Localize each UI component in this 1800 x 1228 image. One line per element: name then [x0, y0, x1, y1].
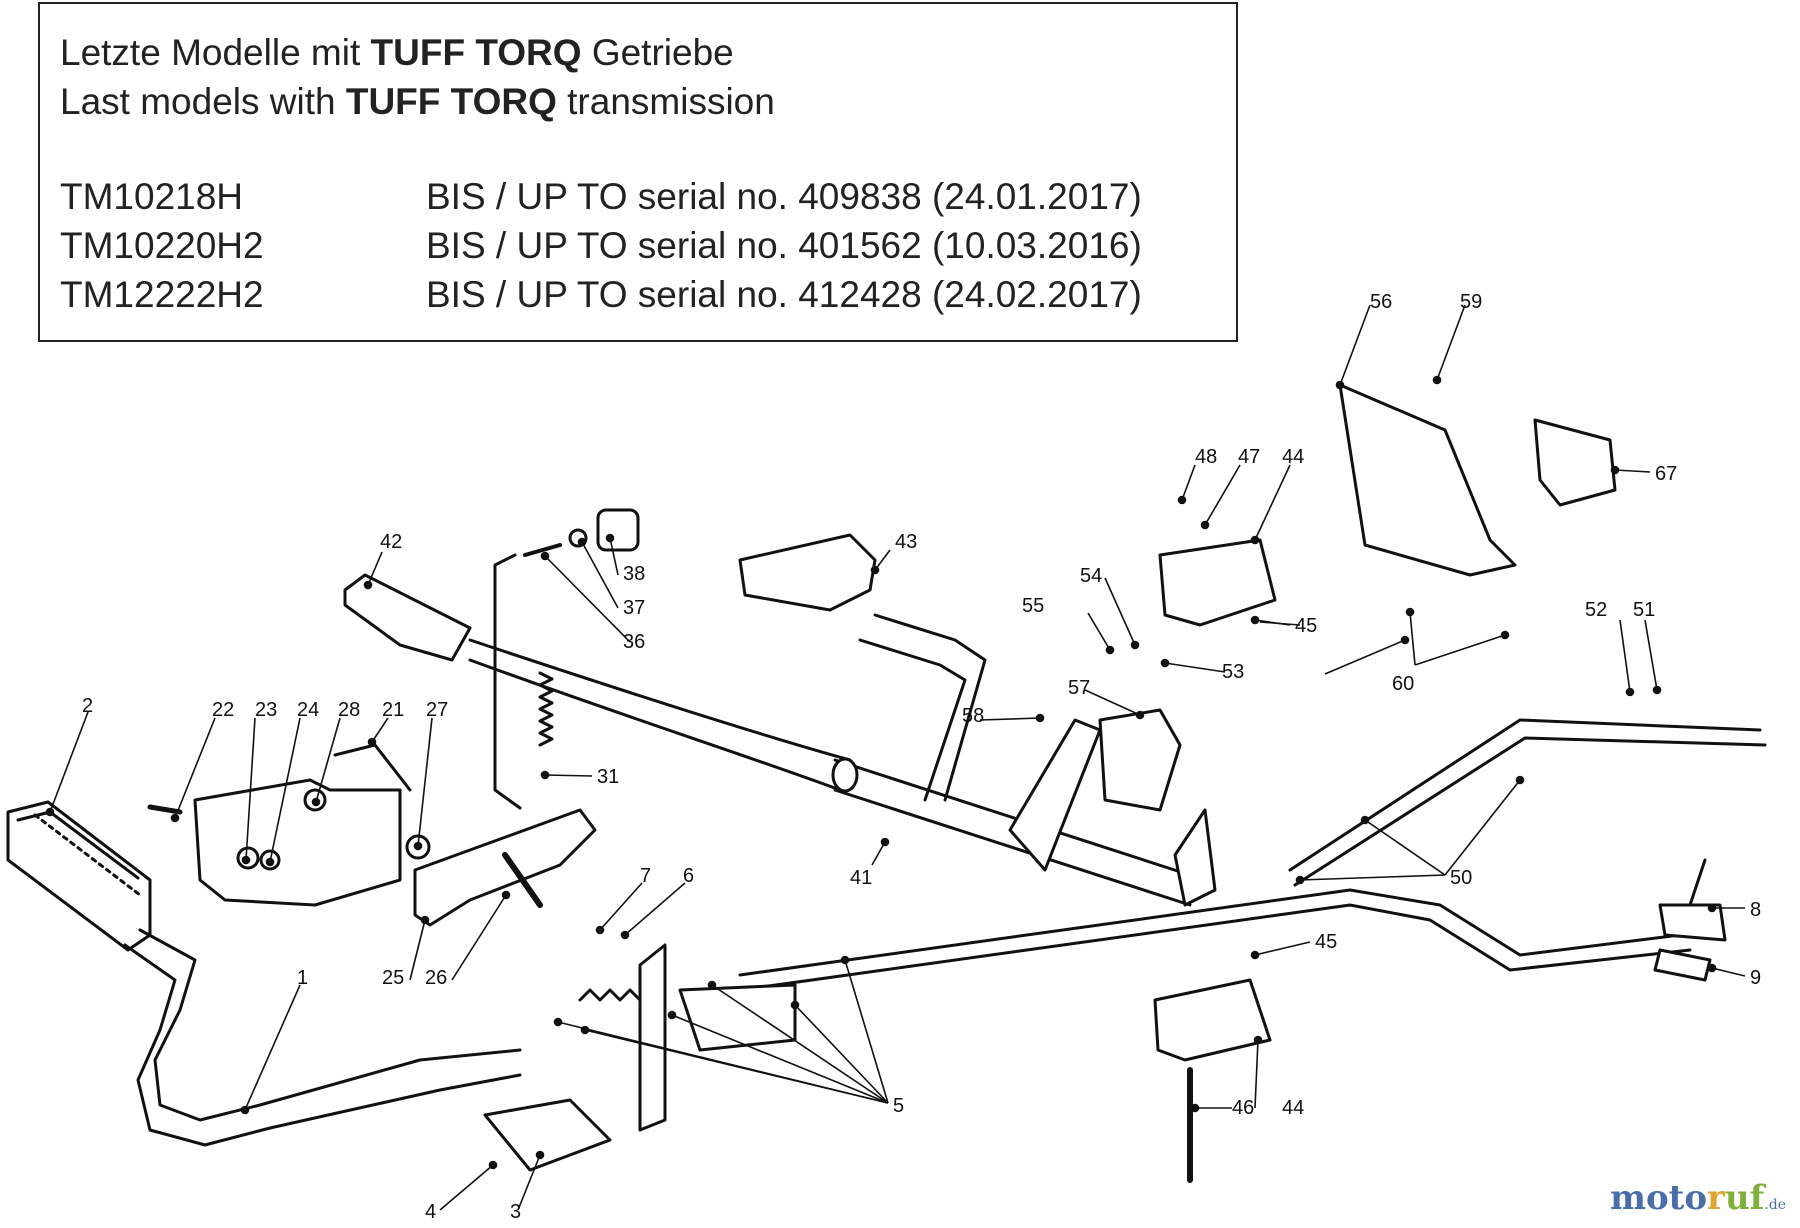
- callout-23: 23: [255, 699, 277, 721]
- callout-59: 59: [1460, 291, 1482, 313]
- callout-8: 8: [1750, 899, 1761, 921]
- callout-37: 37: [623, 597, 645, 619]
- model-serial: BIS / UP TO serial no. 401562 (10.03.201…: [426, 225, 1142, 266]
- callout-44-upper: 44: [1282, 446, 1304, 468]
- callout-2: 2: [82, 695, 93, 717]
- callout-43: 43: [895, 531, 917, 553]
- callout-58: 58: [962, 705, 984, 727]
- bracket-3: [483, 1098, 612, 1172]
- callout-45-upper: 45: [1295, 615, 1317, 637]
- watermark-logo: motoruf.de: [1609, 1178, 1786, 1218]
- main-shaft: [833, 758, 1192, 877]
- callout-36: 36: [623, 631, 645, 653]
- shaft-plate: [1173, 808, 1217, 907]
- model-row: TM10220H2 BIS / UP TO serial no. 401562 (…: [60, 225, 1142, 267]
- pedal-arm: [138, 928, 522, 1122]
- callout-55: 55: [1022, 595, 1044, 617]
- callout-25: 25: [382, 967, 404, 989]
- model-code: TM10220H2: [60, 225, 264, 266]
- callout-44-lower: 44: [1282, 1097, 1304, 1119]
- model-info-box: Letzte Modelle mit TUFF TORQ Getriebe La…: [38, 2, 1238, 342]
- callout-22: 22: [212, 699, 234, 721]
- bracket-56: [1338, 383, 1517, 577]
- callout-42: 42: [380, 531, 402, 553]
- callout-57: 57: [1068, 677, 1090, 699]
- callout-5: 5: [893, 1095, 904, 1117]
- bushing-38: [596, 508, 640, 552]
- callout-4: 4: [425, 1201, 436, 1223]
- callout-52: 52: [1585, 599, 1607, 621]
- model-code: TM12222H2: [60, 274, 264, 315]
- bracket-5: [638, 943, 667, 1132]
- callout-48: 48: [1195, 446, 1217, 468]
- callout-6: 6: [683, 865, 694, 887]
- callout-1: 1: [297, 967, 308, 989]
- callout-53: 53: [1222, 661, 1244, 683]
- block-44-upper: [1158, 538, 1277, 627]
- callout-21: 21: [382, 699, 404, 721]
- callout-27: 27: [426, 699, 448, 721]
- block-44-lower: [1153, 978, 1272, 1062]
- callout-7: 7: [640, 865, 651, 887]
- rod-50: [738, 858, 1707, 977]
- callout-28: 28: [338, 699, 360, 721]
- callout-31: 31: [597, 766, 619, 788]
- callout-47: 47: [1238, 446, 1260, 468]
- callout-60: 60: [1392, 673, 1414, 695]
- callout-labels: 1 2 3 4 5 6 7 8 9 21 22 23 24 25 26 27 2…: [82, 291, 1761, 1223]
- bracket-24: [193, 778, 402, 907]
- callout-56: 56: [1370, 291, 1392, 313]
- bracket-57: [1008, 718, 1102, 872]
- callout-67: 67: [1655, 463, 1677, 485]
- callout-54: 54: [1080, 565, 1102, 587]
- callout-46: 46: [1232, 1097, 1254, 1119]
- strap-43: [738, 533, 877, 612]
- callout-51: 51: [1633, 599, 1655, 621]
- leader-lines: [45, 304, 1746, 1211]
- callout-26: 26: [425, 967, 447, 989]
- block-67: [1533, 418, 1617, 507]
- model-serial: BIS / UP TO serial no. 409838 (24.01.201…: [426, 176, 1142, 217]
- latch-plate: [413, 808, 597, 927]
- title-line-de: Letzte Modelle mit TUFF TORQ Getriebe: [60, 32, 734, 73]
- callout-24: 24: [297, 699, 319, 721]
- rod-36: [493, 553, 522, 810]
- callout-50: 50: [1450, 867, 1472, 889]
- title-line-en: Last models with TUFF TORQ transmission: [60, 81, 775, 122]
- cable-42: [343, 573, 472, 662]
- model-row: TM10218H BIS / UP TO serial no. 409838 (2…: [60, 176, 1142, 218]
- model-serial: BIS / UP TO serial no. 412428 (24.02.201…: [426, 274, 1142, 315]
- model-code: TM10218H: [60, 176, 244, 217]
- pedal-pad: [6, 800, 152, 952]
- callout-41: 41: [850, 867, 872, 889]
- callout-9: 9: [1750, 967, 1761, 989]
- model-row: TM12222H2 BIS / UP TO serial no. 412428 (…: [60, 274, 1142, 316]
- callout-45-lower: 45: [1315, 931, 1337, 953]
- callout-3: 3: [510, 1201, 521, 1223]
- spring-31: [538, 671, 554, 747]
- callout-38: 38: [623, 563, 645, 585]
